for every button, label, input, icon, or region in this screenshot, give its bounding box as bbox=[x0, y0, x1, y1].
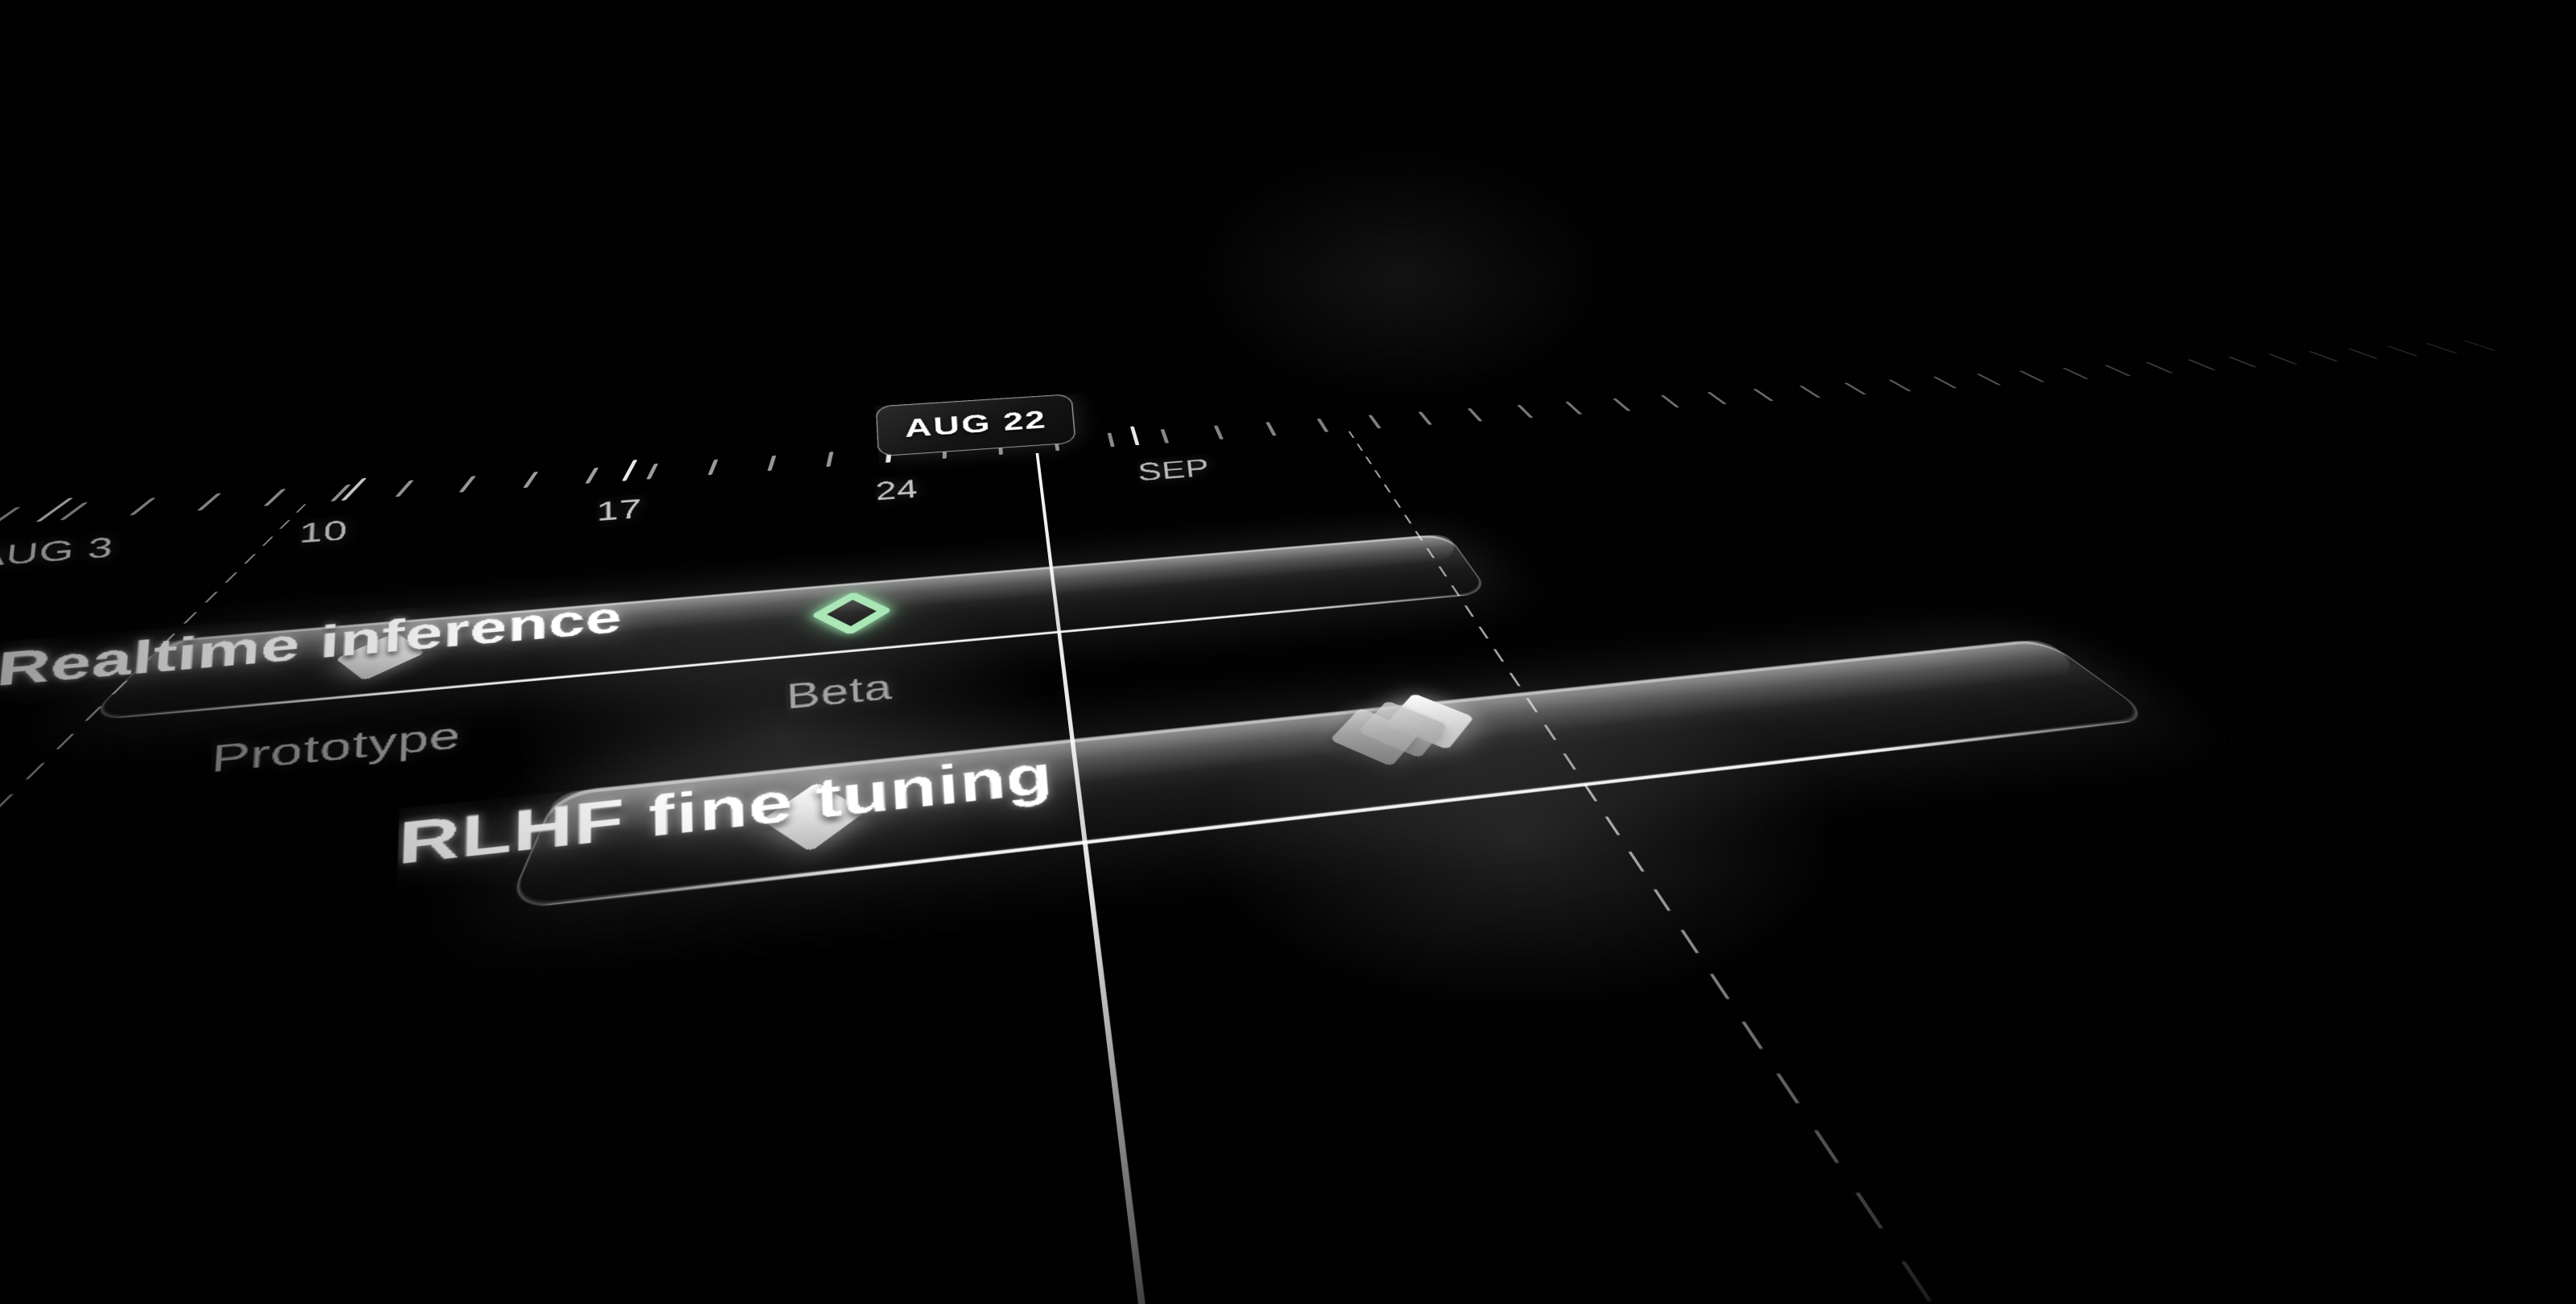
axis-tick bbox=[2268, 353, 2299, 365]
axis-tick bbox=[2103, 365, 2132, 377]
axis-tick bbox=[707, 459, 718, 476]
axis-tick bbox=[1368, 415, 1381, 429]
axis-tick bbox=[2062, 367, 2089, 380]
today-date-pill[interactable]: AUG 22 bbox=[875, 394, 1076, 457]
axis-tick bbox=[1975, 373, 2002, 386]
phase-label-prototype: Prototype bbox=[209, 714, 462, 782]
axis-tick bbox=[522, 471, 539, 489]
axis-tick bbox=[2307, 351, 2339, 362]
axis-tick bbox=[128, 497, 156, 516]
axis-tick bbox=[263, 489, 287, 506]
axis-tick bbox=[2019, 370, 2046, 382]
axis-tick-label-aug-3: AUG 3 bbox=[0, 531, 115, 574]
axis-tick-label-sep: SEP bbox=[1136, 453, 1212, 487]
axis-tick bbox=[826, 451, 835, 468]
axis-tick bbox=[1660, 394, 1680, 408]
axis-tick bbox=[394, 480, 415, 497]
axis-tick bbox=[1888, 379, 1913, 392]
axis-tick bbox=[1213, 425, 1224, 440]
axis-tick bbox=[1107, 432, 1115, 448]
axis-tick bbox=[2227, 356, 2258, 368]
axis-tick-label-10: 10 bbox=[298, 515, 349, 550]
axis-tick bbox=[2386, 345, 2419, 357]
axis-tick bbox=[459, 476, 477, 493]
axis-tick bbox=[646, 463, 659, 480]
axis-tick-major bbox=[35, 497, 74, 522]
axis-tick bbox=[1265, 422, 1277, 436]
axis-tick bbox=[1798, 386, 1821, 398]
axis-tick bbox=[2425, 343, 2458, 354]
axis-tick-major bbox=[621, 460, 638, 481]
axis-tick bbox=[767, 455, 777, 472]
axis-tick bbox=[2186, 359, 2216, 371]
axis-tick bbox=[1160, 428, 1170, 444]
diamond-icon bbox=[1329, 708, 1421, 767]
axis-tick-label-17: 17 bbox=[597, 494, 642, 527]
month-boundary-line-sep bbox=[0, 0, 1351, 431]
axis-tick bbox=[1418, 411, 1433, 425]
axis-tick bbox=[196, 493, 222, 511]
axis-tick bbox=[1707, 391, 1728, 405]
axis-tick bbox=[1752, 389, 1775, 402]
axis-tick bbox=[2145, 361, 2174, 373]
axis-tick bbox=[1468, 408, 1484, 422]
axis-tick bbox=[1612, 398, 1632, 411]
axis-tick bbox=[584, 467, 599, 485]
axis-tick bbox=[1565, 401, 1583, 415]
today-line bbox=[768, 0, 1038, 454]
month-boundary-line-aug bbox=[303, 0, 2277, 505]
axis-tick bbox=[2462, 340, 2497, 351]
axis-tick bbox=[0, 506, 22, 526]
axis-tick bbox=[1517, 404, 1534, 419]
axis-tick bbox=[1317, 418, 1330, 432]
axis-tick-major bbox=[1129, 426, 1140, 446]
axis-tick-label-24: 24 bbox=[874, 474, 919, 506]
axis-tick bbox=[2347, 348, 2380, 359]
phase-label-beta: Beta bbox=[785, 667, 894, 718]
axis-tick bbox=[60, 501, 89, 521]
axis-tick bbox=[1843, 382, 1868, 395]
axis-tick bbox=[1932, 376, 1958, 389]
